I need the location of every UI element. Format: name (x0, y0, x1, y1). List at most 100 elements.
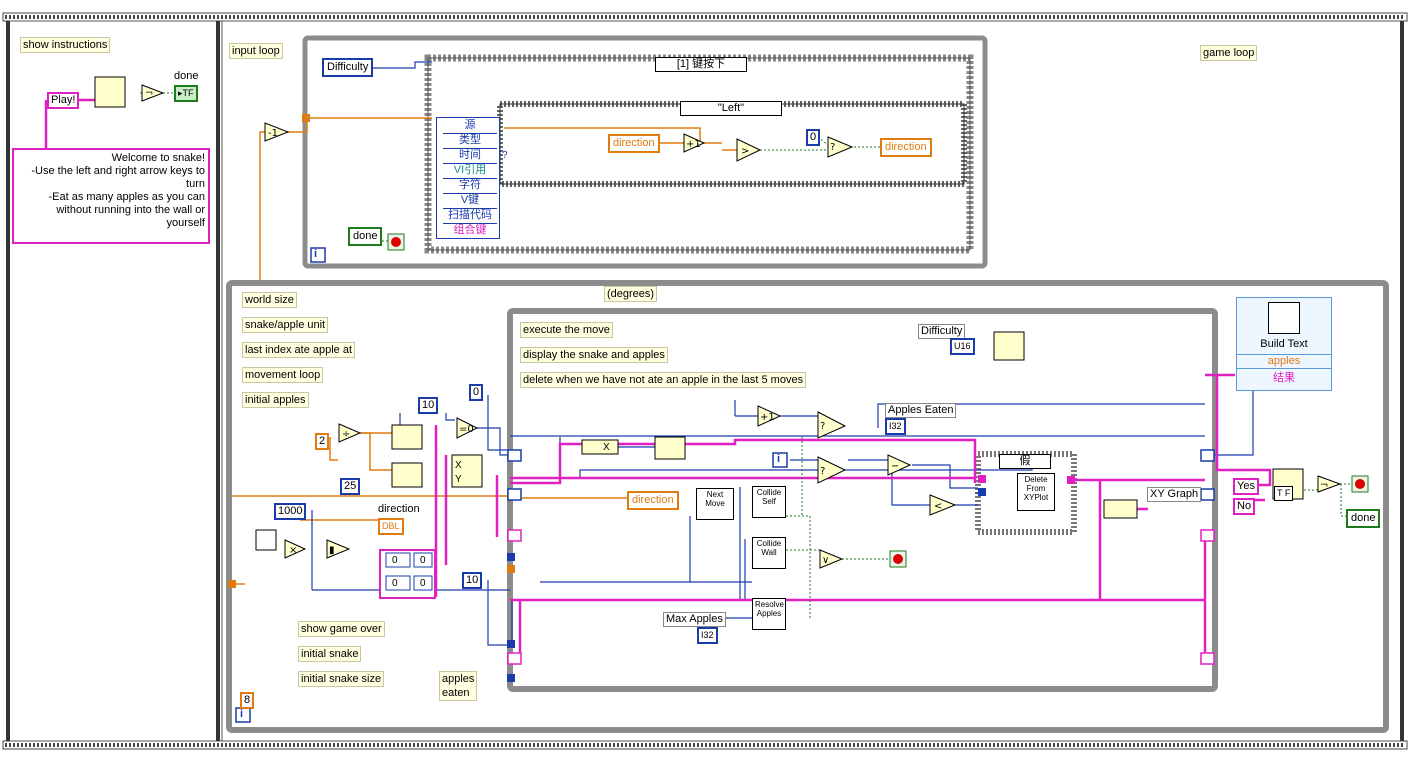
collide-wall-subvi[interactable]: Collide Wall (752, 537, 786, 569)
unbundle-x-label: X (603, 442, 610, 453)
execute-move-label: execute the move (520, 322, 613, 338)
event-term-vi-ref: VI引用 (443, 163, 497, 179)
bundle-y-label: Y (455, 474, 462, 485)
stop-terminals (387, 233, 1369, 568)
iteration-terminals (235, 247, 788, 723)
build-text-apples-term: apples (1237, 354, 1331, 367)
event-term-scancode: 扫描代码 (443, 208, 497, 224)
difficulty-control[interactable]: Difficulty (322, 58, 374, 77)
apples-eaten-label: apples eaten (439, 671, 477, 701)
play-button-terminal[interactable]: Play! (47, 92, 80, 109)
show-instructions-label: show instructions (20, 37, 111, 53)
svg-text:¬: ¬ (1320, 480, 1328, 491)
not-primitive-2 (1317, 475, 1342, 493)
event-term-source: 源 (443, 118, 497, 134)
pink-shift-registers (507, 529, 1215, 665)
event-term-char: 字符 (443, 178, 497, 194)
less-primitive (929, 494, 957, 516)
no-string-const: No (1233, 498, 1256, 515)
yes-string-const: Yes (1233, 478, 1259, 495)
difficulty-u16-terminal[interactable]: U16 (950, 338, 975, 355)
svg-text:×: × (289, 545, 297, 556)
max-apples-terminal: I32 (697, 627, 718, 644)
direction-indicator-label: direction (378, 503, 420, 515)
is-zero-primitive (456, 417, 479, 439)
svg-text:>: > (741, 146, 749, 157)
svg-text:?: ? (830, 142, 835, 153)
svg-text:?: ? (820, 466, 825, 477)
subtract-primitive (887, 454, 912, 476)
input-loop-label: input loop (229, 43, 283, 59)
input-while-loop (302, 35, 988, 269)
next-move-subvi[interactable]: Next Move (696, 488, 734, 520)
event-term-time: 时间 (443, 148, 497, 164)
done-indicator-label: done (174, 70, 199, 82)
event-case-selector[interactable]: [1] 键按下 (655, 57, 747, 72)
instructions-text: Welcome to snake! -Use the left and righ… (12, 148, 210, 244)
event-case-terminal: ? (502, 150, 508, 161)
game-loop-iteration: i (240, 708, 244, 720)
svg-text:∨: ∨ (822, 555, 829, 566)
round-primitive (326, 539, 351, 559)
increment-primitive-2 (757, 405, 782, 427)
delete-when-label: delete when we have not ate an apple in … (520, 372, 807, 388)
select-primitive-3 (817, 456, 847, 484)
resolve-apples-subvi[interactable]: Resolve Apples (752, 598, 786, 630)
build-text-result-term: 结果 (1237, 368, 1331, 385)
divide-primitive (338, 423, 362, 443)
sequence-frame (2, 12, 1408, 750)
not-primitive (141, 84, 165, 102)
const-25: 25 (340, 478, 361, 495)
direction-local-read-2: direction (627, 491, 679, 510)
build-text-icon (1268, 302, 1300, 334)
display-snake-label: display the snake and apples (520, 347, 668, 363)
tunnels (507, 488, 986, 682)
orange-wires (232, 117, 737, 585)
svg-text:=0: =0 (459, 424, 474, 435)
const-2: 2 (315, 433, 330, 450)
dialog-tf-terminal: T F (1274, 486, 1294, 501)
const-zero: 0 (806, 129, 821, 146)
game-while-loop (226, 280, 1389, 733)
game-loop-label: game loop (1200, 45, 1258, 61)
movement-loop-label: movement loop (242, 367, 324, 383)
or-primitive (819, 549, 844, 569)
direction-dbl-terminal: DBL (378, 518, 404, 535)
multiply-primitive (284, 539, 307, 559)
const-8: 8 (240, 692, 255, 709)
xy-graph-label: XY Graph (1147, 487, 1202, 502)
movement-loop-iteration: i (777, 453, 781, 465)
done-indicator-2: done (1346, 509, 1381, 528)
const-10: 10 (418, 397, 439, 414)
apples-eaten-terminal: I32 (885, 418, 906, 435)
increment-primitive (683, 133, 706, 153)
case-selector-left[interactable]: "Left" (680, 101, 782, 116)
svg-text:-1: -1 (268, 128, 278, 139)
degrees-label: (degrees) (604, 286, 658, 302)
direction-local-read: direction (608, 134, 660, 153)
show-game-over-label: show game over (298, 621, 385, 637)
const-0: 0 (469, 384, 484, 401)
build-text-express-vi[interactable]: Build Text apples 结果 (1236, 297, 1332, 391)
cluster-value-0d: 0 (420, 578, 426, 589)
svg-text:+1: +1 (686, 139, 701, 150)
bundle-x-label: X (455, 460, 462, 471)
collide-self-subvi[interactable]: Collide Self (752, 486, 786, 518)
const-1000: 1000 (274, 503, 307, 520)
world-size-label: world size (242, 292, 297, 308)
initial-snake-size-label: initial snake size (298, 671, 385, 687)
difficulty-label-2: Difficulty (918, 324, 966, 339)
svg-text:?: ? (820, 421, 825, 432)
input-loop-iteration: i (314, 248, 318, 260)
build-text-title: Build Text (1260, 338, 1308, 350)
false-case-selector[interactable]: 假 (999, 454, 1051, 469)
done-control[interactable]: done (348, 227, 383, 246)
event-term-modifiers: 组合键 (443, 223, 497, 239)
event-term-vkey: V键 (443, 193, 497, 209)
apples-eaten-indicator-label: Apples Eaten (885, 403, 957, 418)
svg-text:+1: +1 (760, 412, 775, 423)
array-functions (94, 76, 1304, 599)
initial-apples-label: initial apples (242, 392, 309, 408)
delete-from-xyplot-subvi[interactable]: Delete From XYPlot (1017, 473, 1055, 511)
svg-text:▮: ▮ (329, 545, 335, 556)
